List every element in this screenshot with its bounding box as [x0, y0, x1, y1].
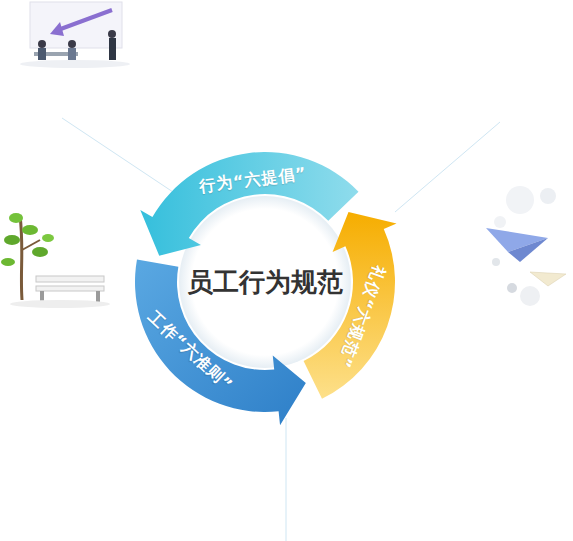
meeting-picture	[20, 2, 130, 68]
ring-center	[179, 196, 351, 368]
center-title: 员工行为规范	[187, 265, 343, 300]
cycle-arrow	[140, 152, 358, 256]
leader-line	[62, 118, 182, 198]
tree-bench-picture	[1, 213, 110, 308]
leader-line	[395, 122, 500, 212]
cycle-ring	[135, 152, 397, 425]
leader-line	[286, 418, 287, 541]
center-title-text: 员工行为规范	[187, 265, 343, 300]
paper-plane-picture	[486, 186, 566, 306]
cycle-arrow	[304, 212, 397, 399]
